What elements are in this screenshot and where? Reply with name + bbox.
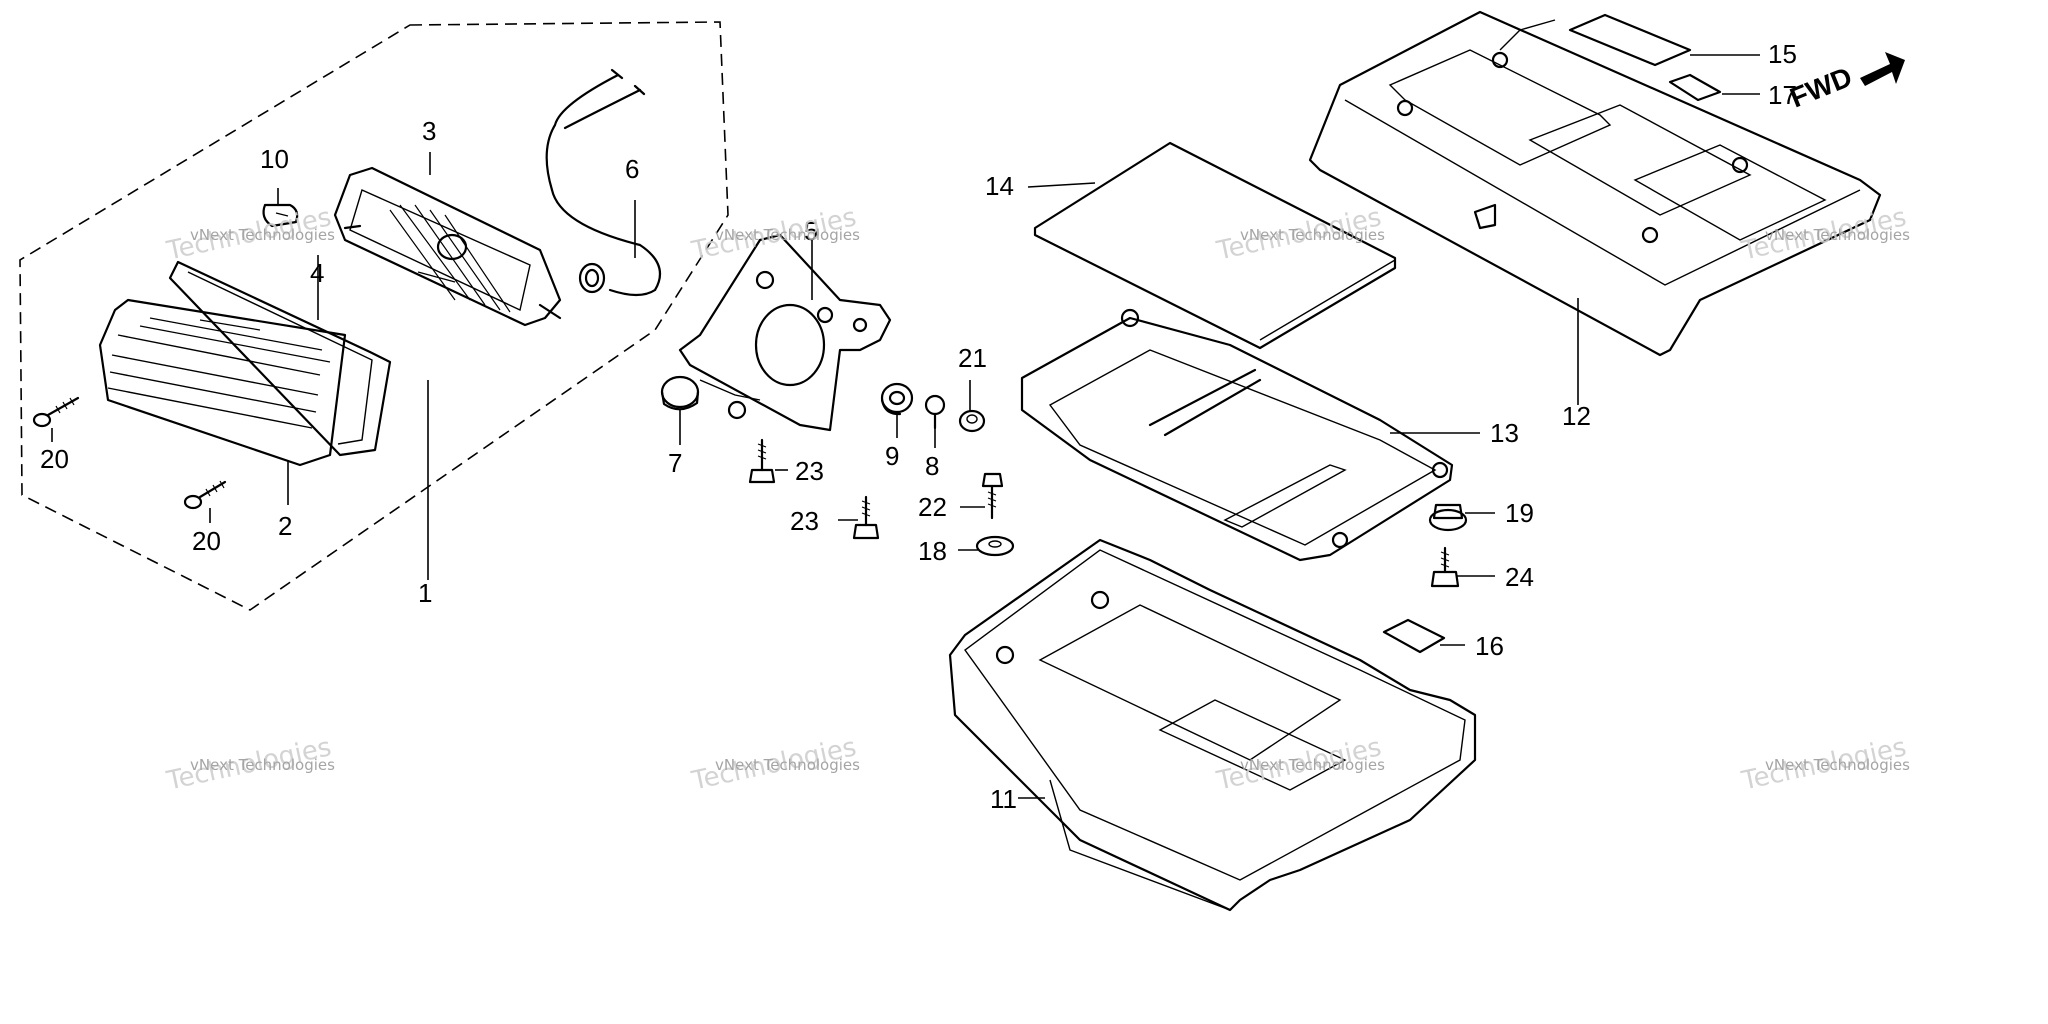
callout-10: 10	[260, 144, 289, 174]
callout-19: 19	[1505, 498, 1534, 528]
part-label-15	[1568, 13, 1692, 67]
watermark-top: vNext Technologies	[190, 226, 335, 244]
part-housing	[333, 166, 562, 327]
watermark-5: Technologies vNext Technologies	[163, 732, 335, 796]
callout-14: 14	[985, 171, 1014, 201]
callout-7: 7	[668, 448, 682, 478]
watermark-6: Technologies vNext Technologies	[688, 732, 860, 796]
callout-9: 9	[885, 441, 899, 471]
part-label-small	[1382, 618, 1446, 654]
watermark-2: Technologies vNext Technologies	[688, 202, 860, 266]
watermark-top: vNext Technologies	[1765, 226, 1910, 244]
leader-lines	[51, 54, 1760, 799]
part-flange-nut	[1428, 503, 1468, 532]
part-washer	[975, 535, 1015, 557]
watermark-top: vNext Technologies	[1765, 756, 1910, 774]
part-tray	[1020, 308, 1454, 562]
callout-8: 8	[925, 451, 939, 481]
callout-2: 2	[278, 511, 292, 541]
part-grommet	[880, 382, 914, 416]
part-bracket	[678, 233, 892, 432]
part-box	[948, 538, 1477, 912]
watermark-top: vNext Technologies	[1240, 226, 1385, 244]
part-gasket	[168, 260, 392, 457]
part-pad	[1033, 141, 1397, 350]
watermark-group: Technologies vNext Technologies Technolo…	[163, 202, 1910, 796]
watermark-top: vNext Technologies	[715, 756, 860, 774]
part-knob	[660, 375, 700, 411]
callout-4: 4	[310, 258, 324, 288]
part-label-17	[1668, 73, 1722, 102]
watermark-top: vNext Technologies	[1240, 756, 1385, 774]
part-bulb	[262, 203, 299, 228]
watermark-1: Technologies vNext Technologies	[163, 202, 335, 266]
watermark-7: Technologies vNext Technologies	[1213, 732, 1385, 796]
part-nut	[958, 409, 986, 433]
callout-1: 1	[418, 578, 432, 608]
watermark-4: Technologies vNext Technologies	[1738, 202, 1910, 266]
watermark-3: Technologies vNext Technologies	[1213, 202, 1385, 266]
fwd-arrow-icon	[1860, 52, 1905, 86]
callout-20-lower: 20	[192, 526, 221, 556]
callout-23-lower: 23	[790, 506, 819, 536]
part-cover	[1308, 10, 1882, 357]
callout-3: 3	[422, 116, 436, 146]
part-bolt-a	[748, 438, 776, 484]
callout-24: 24	[1505, 562, 1534, 592]
part-bolt-d	[1430, 546, 1460, 588]
callout-21: 21	[958, 343, 987, 373]
callout-16: 16	[1475, 631, 1504, 661]
part-bolt-c	[981, 472, 1004, 520]
part-screw-a	[32, 396, 80, 428]
callout-11: 11	[990, 784, 1017, 814]
part-bolt-b	[852, 495, 880, 540]
part-pin	[924, 394, 946, 430]
watermark-8: Technologies vNext Technologies	[1738, 732, 1910, 796]
callout-5: 5	[804, 216, 818, 246]
callout-20-left: 20	[40, 444, 69, 474]
watermark-top: vNext Technologies	[715, 226, 860, 244]
callout-13: 13	[1490, 418, 1519, 448]
assembly-boundary	[19, 21, 729, 611]
watermark-top: vNext Technologies	[190, 756, 335, 774]
callout-18: 18	[918, 536, 947, 566]
part-screw-b	[183, 480, 227, 510]
callout-15: 15	[1768, 39, 1797, 69]
callout-12: 12	[1562, 401, 1591, 431]
part-lens	[98, 298, 347, 467]
part-socket-wire	[545, 68, 662, 297]
callout-23-upper: 23	[795, 456, 824, 486]
callout-6: 6	[625, 154, 639, 184]
callout-17: 17	[1768, 80, 1797, 110]
callout-22: 22	[918, 492, 947, 522]
